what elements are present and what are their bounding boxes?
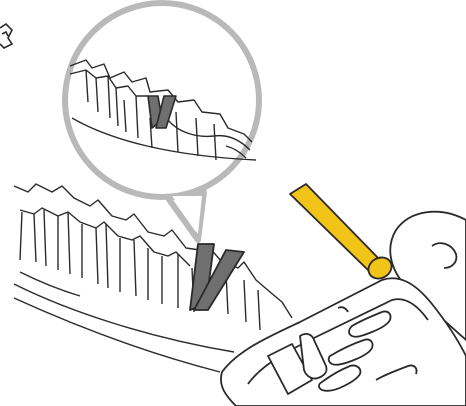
tire-tread-edge-icon [13, 183, 293, 373]
application-stick-icon [289, 183, 393, 280]
callout-clip [147, 95, 177, 129]
hand-tool-icon [220, 210, 466, 406]
corner-wheel-icon [0, 22, 14, 49]
wheel-weight-clip-icon [189, 243, 245, 311]
magnifier-callout-icon [62, 0, 262, 243]
